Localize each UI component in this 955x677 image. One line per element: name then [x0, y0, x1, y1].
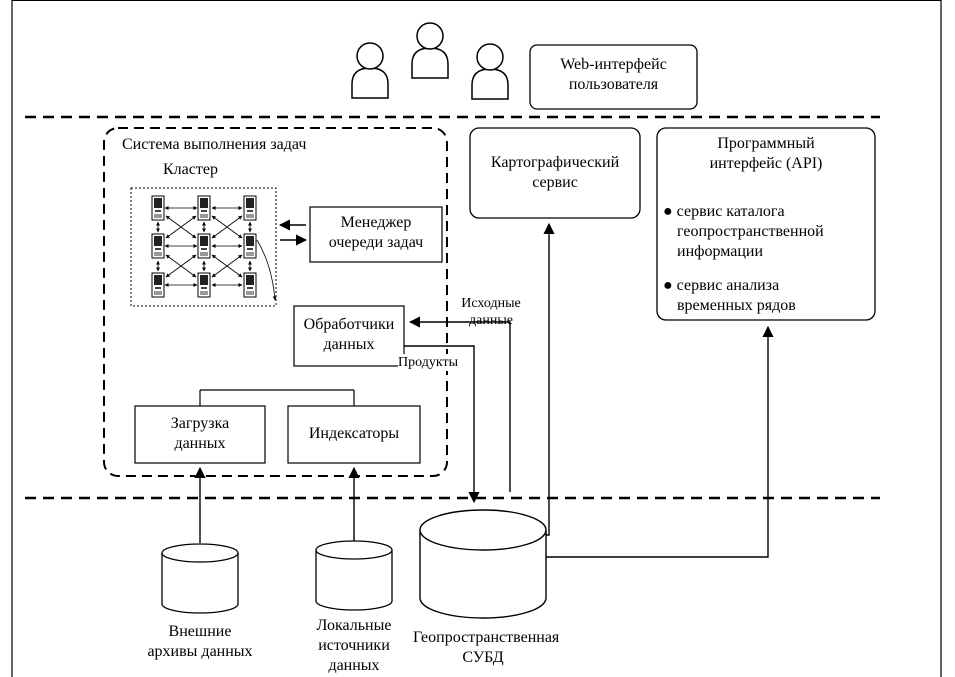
user-icon [411, 22, 449, 79]
connector-tree [199, 389, 355, 406]
task-system-title: Система выполнения задач [122, 136, 307, 153]
web-ui-label: Web-интерфейс пользователя [560, 56, 667, 93]
api-bullet-catalog: ● сервис каталога геопространственной ин… [663, 203, 824, 260]
map-service-label: Картографический сервис [490, 154, 620, 191]
server-nodes [151, 195, 257, 298]
queue-manager-label: Менеджер очереди задач [328, 214, 424, 251]
server-icon [151, 233, 165, 259]
bullet-icon: ● [663, 277, 673, 294]
arrow-to-map-service [515, 222, 555, 536]
geodb-cylinder [419, 509, 547, 619]
products-label: Продукты [398, 354, 458, 371]
ext-archives-db [161, 543, 239, 614]
server-icon [243, 195, 257, 221]
server-icon [197, 233, 211, 259]
arrow-products [404, 345, 480, 504]
arrow-to-api [546, 325, 774, 558]
cluster-box [130, 187, 277, 307]
data-loading-label: Загрузка данных [170, 415, 230, 452]
task-system-box [103, 127, 448, 477]
server-icon [151, 195, 165, 221]
queue-manager-box [309, 206, 443, 263]
user-icon [471, 43, 509, 100]
server-icon [197, 272, 211, 298]
user-icon [351, 42, 389, 99]
map-service-box [469, 127, 641, 219]
bullet-icon: ● [663, 203, 673, 220]
arrow-source-data [408, 316, 511, 492]
server-icon [151, 272, 165, 298]
web-ui-box [529, 44, 698, 110]
local-sources-db [315, 540, 393, 611]
api-box [656, 127, 876, 321]
api-title: Программный интерфейс (API) [709, 135, 823, 172]
server-icon [243, 272, 257, 298]
data-handlers-label: Обработчики данных [303, 316, 395, 353]
source-data-label: Исходные данные [461, 296, 521, 328]
geodb-label: Геопространственная СУБД [413, 629, 560, 666]
server-icon [243, 233, 257, 259]
server-icon [197, 195, 211, 221]
data-loading-box [134, 405, 266, 464]
api-bullet-timeseries: ● сервис анализа временных рядов [663, 277, 796, 314]
cluster-label: Кластер [163, 161, 218, 178]
data-handlers-box [293, 305, 405, 367]
ext-archives-label: Внешние архивы данных [147, 623, 253, 660]
indexers-box [287, 405, 421, 464]
local-sources-label: Локальные источники данных [316, 617, 392, 674]
indexers-label: Индексаторы [308, 425, 400, 442]
cluster-links [156, 206, 277, 301]
